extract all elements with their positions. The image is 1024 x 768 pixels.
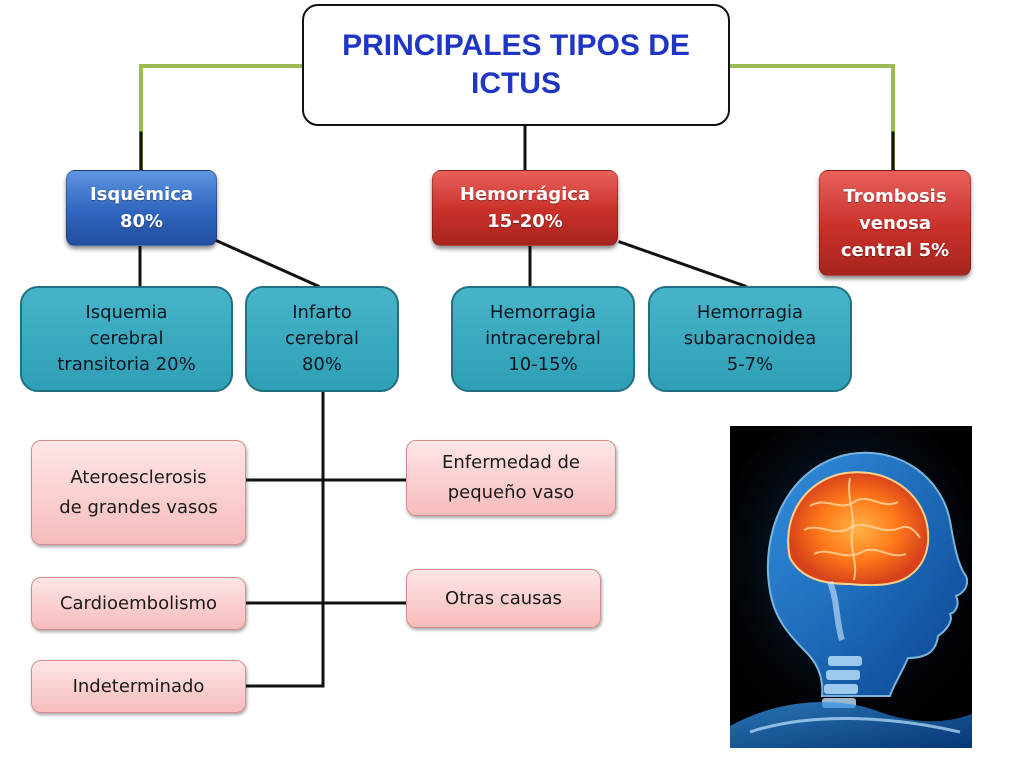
connector-hemorragica-subaracnoidea xyxy=(618,240,747,288)
cause-indeterminado: Indeterminado xyxy=(31,660,246,713)
subtype-isquemia-transitoria: Isquemia cerebral transitoria 20% xyxy=(20,286,233,392)
subtype-hemorragia-intracerebral: Hemorragia intracerebral 10-15% xyxy=(451,286,635,392)
category-hemorragica: Hemorrágica 15-20% xyxy=(432,170,618,246)
cause-otras-causas: Otras causas xyxy=(406,569,601,628)
cause-ateroesclerosis: Ateroesclerosis de grandes vasos xyxy=(31,440,246,545)
subtype-hemorragia-subaracnoidea: Hemorragia subaracnoidea 5-7% xyxy=(648,286,852,392)
subtype-infarto-cerebral: Infarto cerebral 80% xyxy=(245,286,399,392)
category-isquemica: Isquémica 80% xyxy=(66,170,217,246)
diagram-title: PRINCIPALES TIPOS DE ICTUS xyxy=(302,4,730,126)
connector-title-trombosis xyxy=(728,64,895,172)
connector-infarto-trunk xyxy=(244,390,325,688)
cause-enfermedad-pequeno-vaso: Enfermedad de pequeño vaso xyxy=(406,440,616,516)
cause-cardioembolismo: Cardioembolismo xyxy=(31,577,246,630)
category-trombosis-venosa: Trombosis venosa central 5% xyxy=(819,170,971,276)
connector-isquemica-infarto xyxy=(213,238,320,288)
brain-xray-illustration xyxy=(730,426,972,748)
brain-xray-image xyxy=(730,426,972,748)
connector-title-isquemica xyxy=(139,64,304,172)
